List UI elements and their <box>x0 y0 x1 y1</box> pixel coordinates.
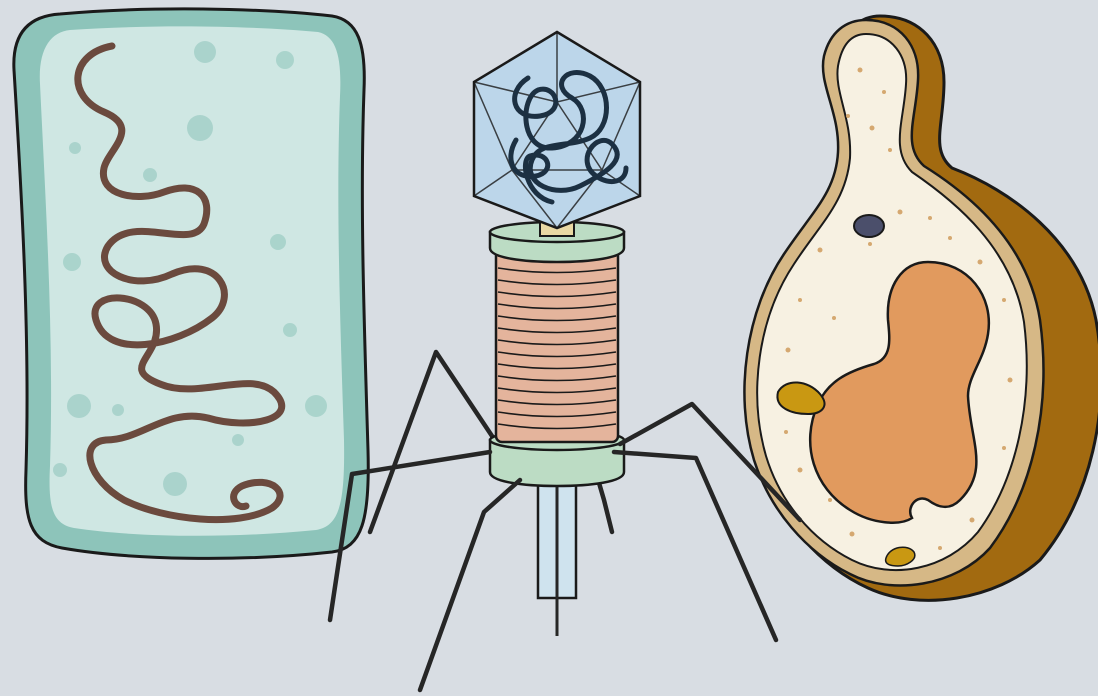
bacterium <box>14 9 368 558</box>
yeast-mitochondrion <box>854 215 884 237</box>
